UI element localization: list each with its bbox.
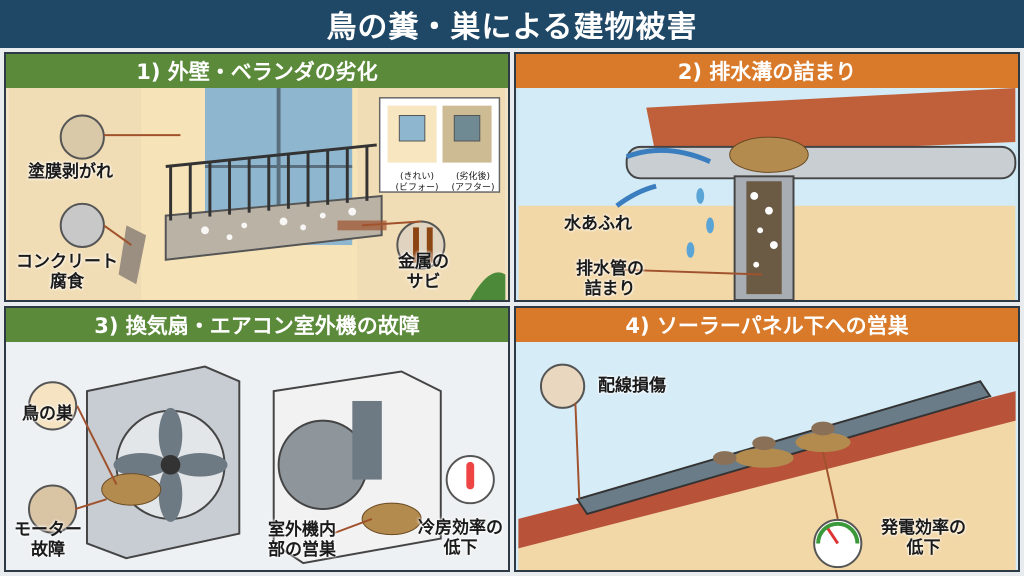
label-efficiency-drop: 発電効率の 低下 [881,518,966,559]
label-pipe-clog: 排水管の 詰まり [576,259,644,300]
panel-drain-clog: 2) 排水溝の詰まり 水あふれ 排水管の 詰まり [514,52,1020,302]
page-title: 鳥の糞・巣による建物被害 [0,0,1024,48]
label-outdoor-unit-nest: 室外機内 部の営巣 [268,520,336,561]
solar-illustration [518,342,1016,570]
label-wiring-damage: 配線損傷 [598,376,666,396]
panel-fan-ac: 3) 換気扇・エアコン室外機の故障 鳥の巣 モーター 故障 室外機内 部の営巣 … [4,306,510,572]
panel-heading: 3) 換気扇・エアコン室外機の故障 [6,308,508,342]
label-before: (きれい) (ビフォー) [395,172,439,193]
label-motor-failure: モーター 故障 [14,520,82,561]
panel-solar-nest: 4) ソーラーパネル下への営巣 配線損傷 発電効率の 低下 [514,306,1020,572]
label-concrete-corrosion: コンクリート 腐食 [16,252,118,293]
panel-heading: 4) ソーラーパネル下への営巣 [516,308,1018,342]
label-water-overflow: 水あふれ [564,214,632,234]
label-metal-rust: 金属の サビ [398,252,449,293]
label-paint-peeling: 塗膜剥がれ [28,162,113,182]
label-cooling-drop: 冷房効率の 低下 [418,518,503,559]
drain-illustration [518,88,1017,300]
fan-ac-illustration [8,342,506,570]
panel-heading: 1) 外壁・ベランダの劣化 [6,54,508,88]
panel-heading: 2) 排水溝の詰まり [516,54,1018,88]
label-after: (劣化後) (アフター) [451,172,495,193]
wall-balcony-illustration [8,88,506,300]
label-bird-nest: 鳥の巣 [22,404,73,424]
panel-wall-balcony: 1) 外壁・ベランダの劣化 [4,52,510,302]
